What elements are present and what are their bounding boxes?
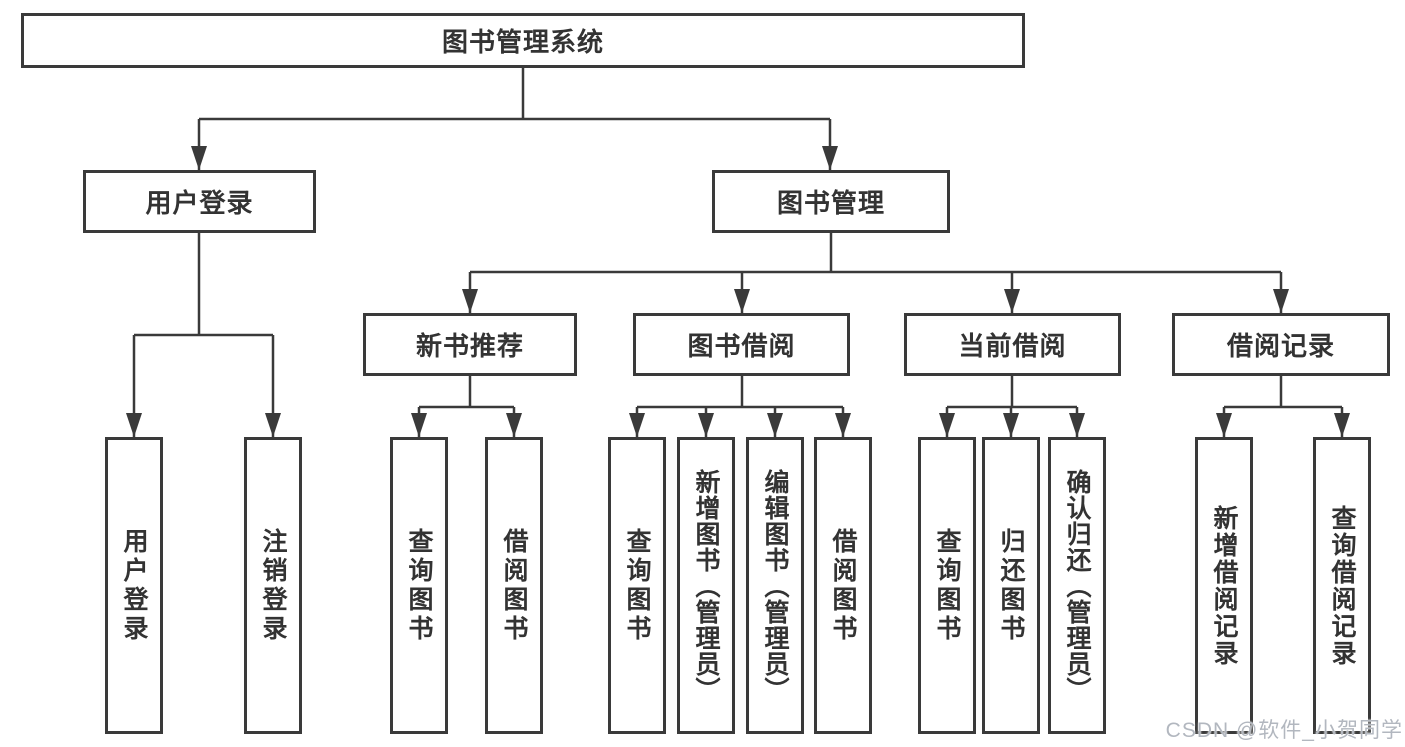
node-label: 图书管理系统 — [441, 27, 604, 57]
connector-trunks — [134, 68, 1342, 409]
node-new-book-recommend: 新书推荐 — [363, 313, 577, 376]
node-label: 图书借阅 — [687, 331, 796, 361]
node-book-management: 图书管理 — [712, 170, 950, 233]
node-label: 用户登录 — [120, 527, 148, 644]
node-label: 新增借阅记录 — [1210, 504, 1238, 667]
csdn-watermark: CSDN @软件_小贺同学 — [1165, 719, 1403, 742]
node-label: 查询借阅记录 — [1328, 504, 1356, 667]
node-label: 编辑图书（管理员） — [761, 468, 789, 703]
leaf-confirm-return-admin: 确认归还（管理员） — [1048, 437, 1106, 734]
node-label: 图书管理 — [776, 188, 885, 218]
leaf-return-book: 归还图书 — [982, 437, 1040, 734]
leaf-query-borrow-record: 查询借阅记录 — [1313, 437, 1371, 734]
leaf-logout: 注销登录 — [244, 437, 302, 734]
node-label: 借阅记录 — [1226, 331, 1335, 361]
node-label: 借阅图书 — [500, 527, 528, 644]
leaf-user-login: 用户登录 — [105, 437, 163, 734]
node-label: 确认归还（管理员） — [1063, 468, 1091, 703]
node-label: 查询图书 — [933, 527, 961, 644]
leaf-add-borrow-record: 新增借阅记录 — [1195, 437, 1253, 734]
node-user-login: 用户登录 — [83, 170, 316, 233]
leaf-edit-book-admin: 编辑图书（管理员） — [746, 437, 804, 734]
node-label: 新书推荐 — [415, 331, 524, 361]
node-current-borrowing: 当前借阅 — [904, 313, 1121, 376]
node-label: 借阅图书 — [829, 527, 857, 644]
leaf-borrow-books-recommend: 借阅图书 — [485, 437, 543, 734]
node-label: 查询图书 — [405, 527, 433, 644]
node-label: 查询图书 — [623, 527, 651, 644]
leaf-add-book-admin: 新增图书（管理员） — [677, 437, 735, 734]
leaf-query-books-borrowing: 查询图书 — [608, 437, 666, 734]
node-label: 注销登录 — [259, 527, 287, 644]
node-label: 当前借阅 — [958, 331, 1067, 361]
leaf-query-books-current: 查询图书 — [918, 437, 976, 734]
node-label: 新增图书（管理员） — [692, 468, 720, 703]
node-label: 归还图书 — [997, 527, 1025, 644]
node-library-system: 图书管理系统 — [21, 13, 1025, 68]
node-book-borrowing: 图书借阅 — [633, 313, 850, 376]
leaf-query-books-recommend: 查询图书 — [390, 437, 448, 734]
leaf-borrow-books-borrowing: 借阅图书 — [814, 437, 872, 734]
node-borrow-records: 借阅记录 — [1172, 313, 1390, 376]
node-label: 用户登录 — [145, 188, 254, 218]
